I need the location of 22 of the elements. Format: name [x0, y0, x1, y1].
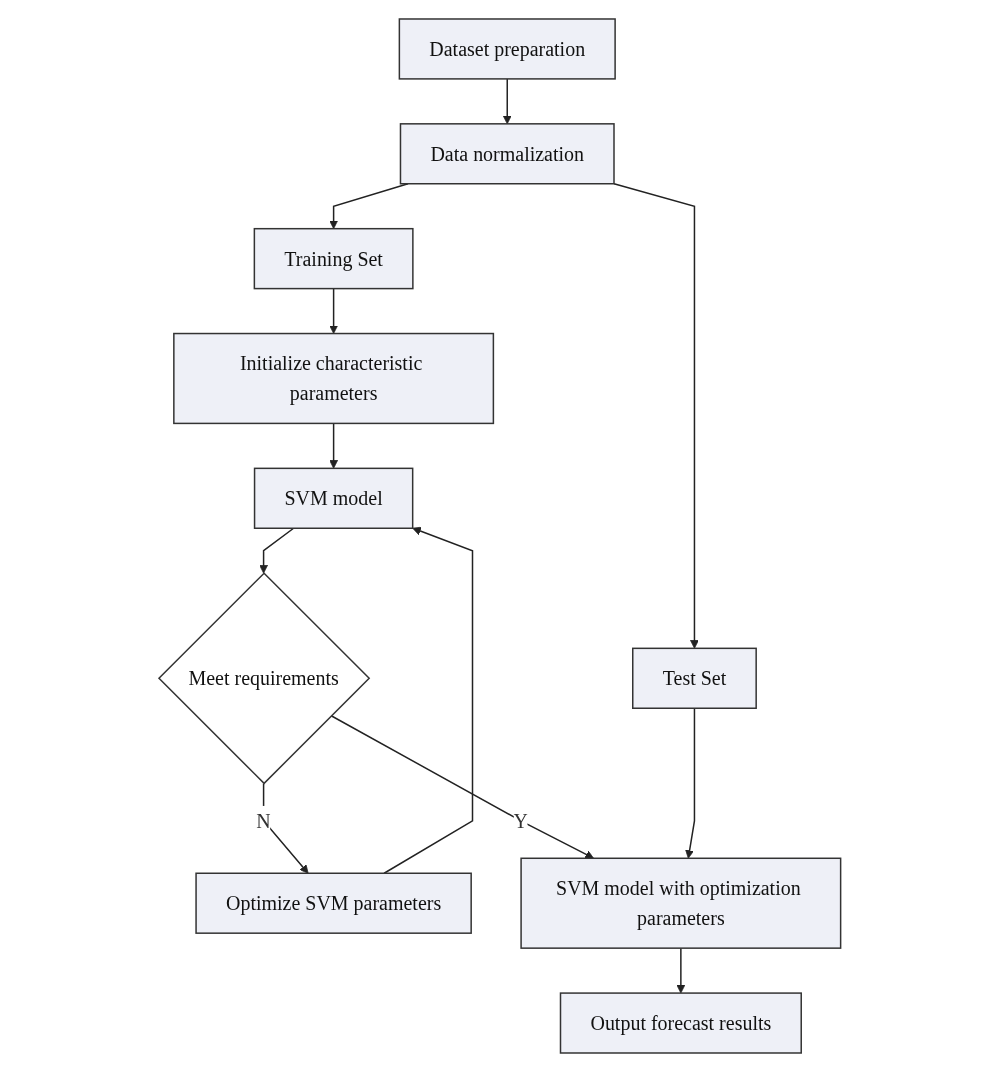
node-box: Initialize characteristic parameters — [173, 332, 495, 425]
node-box: Dataset preparation — [398, 18, 617, 80]
arrow — [329, 183, 409, 230]
arrow — [329, 287, 339, 334]
node-box: Test Set — [632, 647, 758, 709]
arrow — [259, 527, 295, 574]
edge-label: N — [256, 809, 271, 832]
edge-label: Y — [513, 809, 529, 832]
arrow — [685, 707, 696, 859]
arrow — [383, 526, 474, 874]
node-box: Output forecast results — [559, 992, 803, 1054]
node-box: Training Set — [253, 227, 414, 290]
arrow — [329, 422, 339, 469]
node-box: SVM model — [254, 467, 414, 529]
node-diamond: Meet requirements — [158, 572, 371, 785]
node-box: Optimize SVM parameters — [195, 872, 473, 934]
arrow — [676, 947, 686, 994]
arrow — [613, 182, 700, 649]
node-box: SVM model with optimization parameters — [520, 857, 842, 949]
arrow — [503, 78, 512, 125]
arrow — [330, 715, 595, 859]
node-box: Data normalization — [399, 123, 615, 185]
